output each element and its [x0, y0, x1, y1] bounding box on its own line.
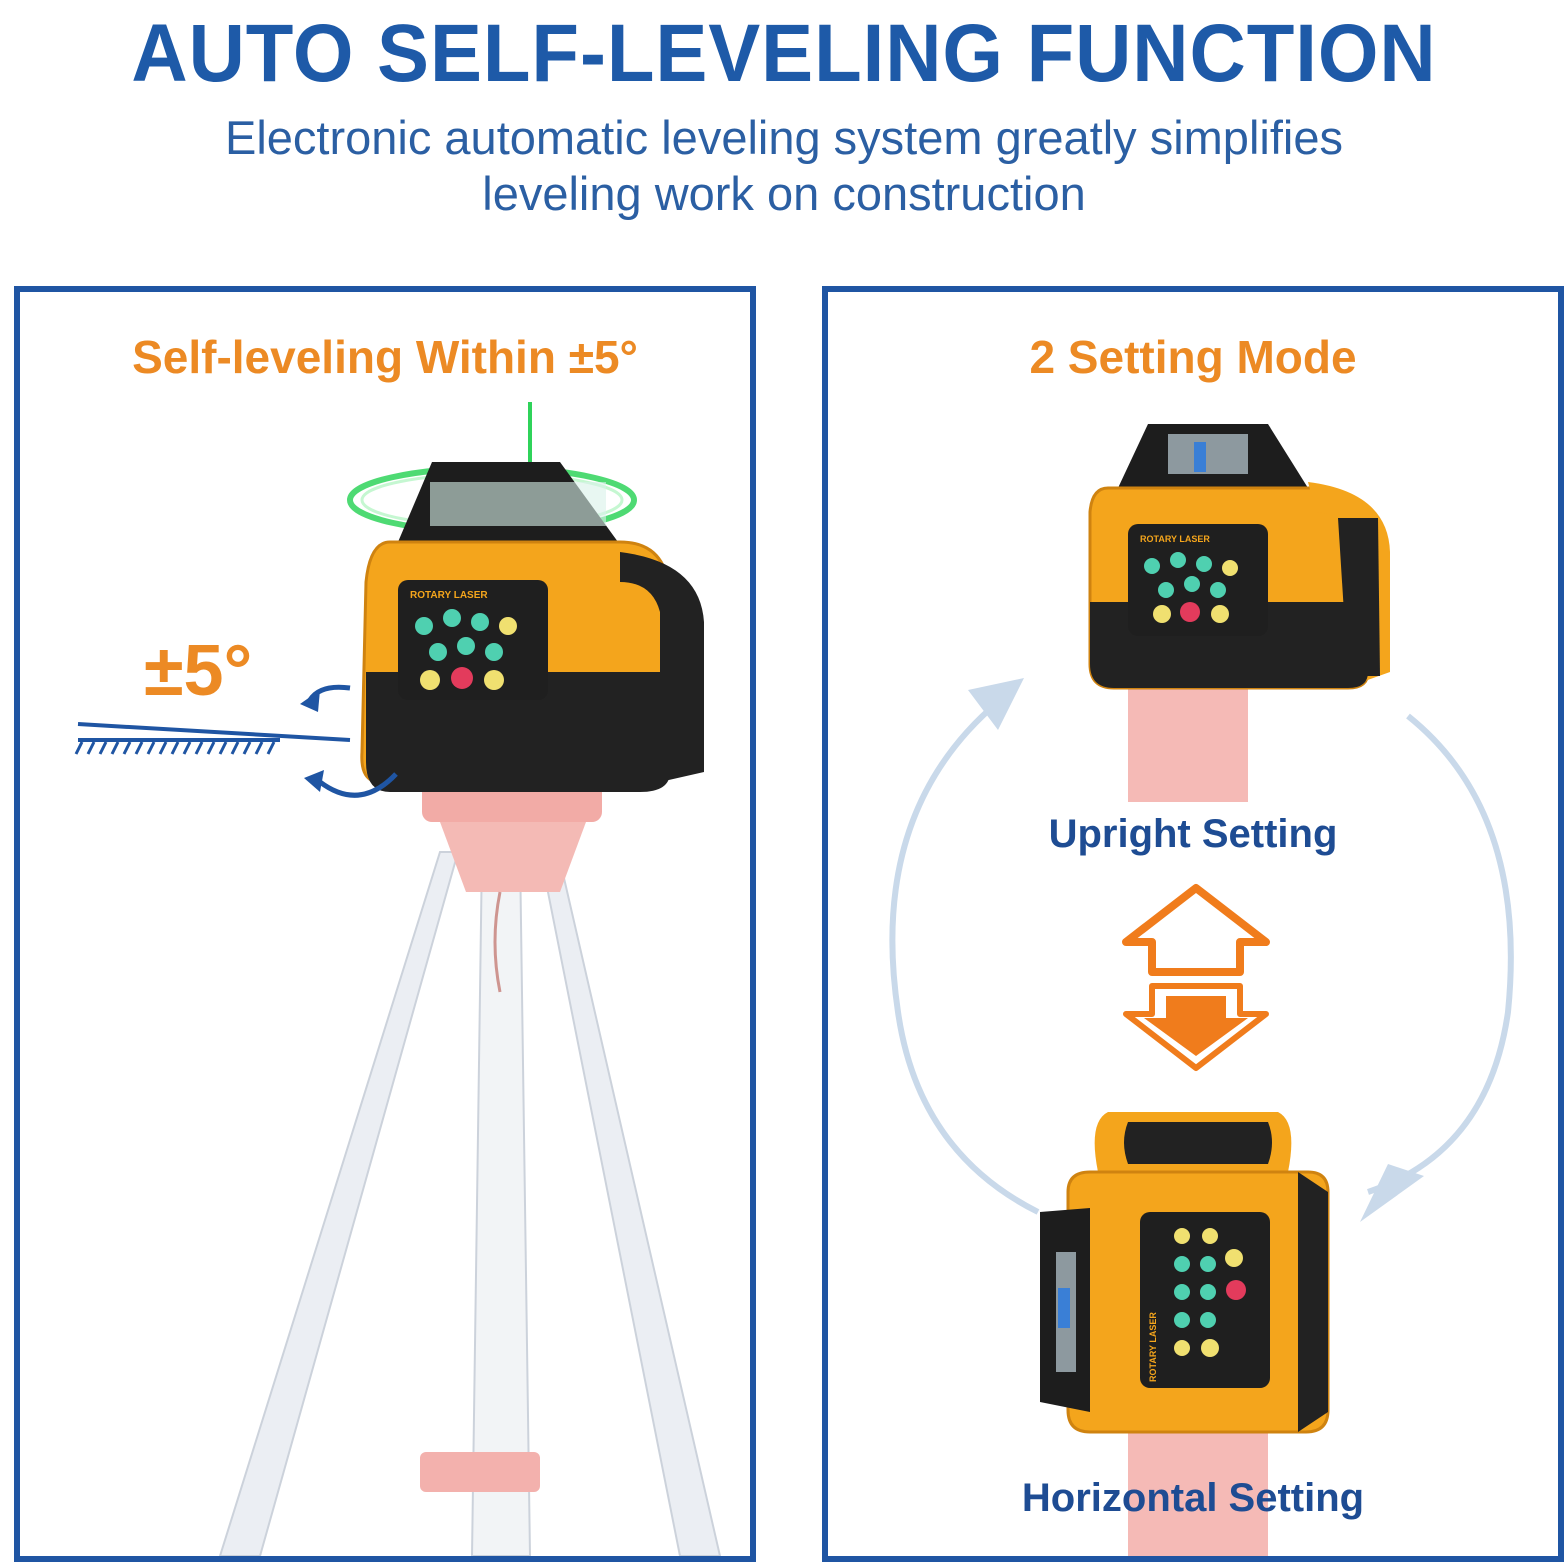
subtitle-line-1: Electronic automatic leveling system gre…	[225, 111, 1343, 164]
rotary-laser-device-icon: ROTARY LASER	[347, 402, 704, 792]
self-leveling-title: Self-leveling Within ±5°	[132, 331, 638, 383]
upright-laser-device-icon: ROTARY LASER	[1088, 424, 1390, 802]
horizontal-setting-label: Horizontal Setting	[1021, 1476, 1365, 1520]
device-label-horizontal: ROTARY LASER	[1148, 1312, 1158, 1382]
tilt-indicator-icon	[74, 684, 398, 798]
setting-mode-illustration: ROTARY LASER	[889, 424, 1514, 1556]
page-title: AUTO SELF-LEVELING FUNCTION	[131, 8, 1437, 99]
device-label: ROTARY LASER	[410, 590, 488, 601]
upright-setting-label: Upright Setting	[1048, 812, 1338, 856]
tripod-laser-illustration: ROTARY LASER	[74, 402, 722, 1556]
horizontal-laser-device-icon: ROTARY LASER	[1040, 1112, 1330, 1556]
swap-arrows-icon	[1122, 884, 1270, 1071]
angle-label: ±5°	[144, 631, 253, 711]
subtitle-line-2: leveling work on construction	[482, 167, 1086, 220]
setting-mode-title: 2 Setting Mode	[1029, 331, 1357, 383]
setting-mode-panel: 2 Setting Mode ROTARY LASER	[822, 286, 1564, 1562]
rotation-arrows-icon	[889, 699, 1514, 1215]
self-leveling-panel: Self-leveling Within ±5° ROTARY LASER	[14, 286, 756, 1562]
device-label-upright: ROTARY LASER	[1140, 534, 1210, 544]
tripod-icon	[218, 762, 722, 1556]
